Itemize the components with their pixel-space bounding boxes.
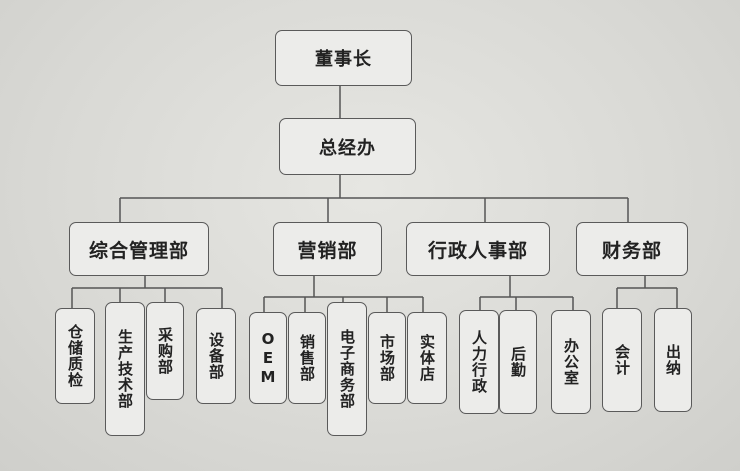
root-node: 董事长 [275, 30, 412, 86]
unit-node: 人力行政 [459, 310, 499, 414]
unit-node: 采购部 [146, 302, 184, 400]
department-node: 行政人事部 [406, 222, 550, 276]
unit-node: 设备部 [196, 308, 236, 404]
department-label: 综合管理部 [88, 239, 189, 262]
unit-label: 采购部 [156, 327, 174, 375]
unit-label: 实体店 [418, 334, 436, 382]
root-label: 董事长 [315, 49, 372, 70]
department-label: 营销部 [297, 239, 358, 262]
unit-node: 电子商务部 [327, 302, 367, 436]
department-label: 财务部 [601, 239, 662, 262]
unit-node: 会计 [602, 308, 642, 412]
unit-node: 出纳 [654, 308, 692, 412]
unit-node: 销售部 [288, 312, 326, 404]
unit-label: 人力行政 [470, 330, 488, 394]
unit-node: 实体店 [407, 312, 447, 404]
unit-label: 设备部 [207, 332, 225, 380]
unit-label: 销售部 [298, 334, 316, 382]
unit-label: 市场部 [378, 334, 396, 382]
unit-node: 仓储质检 [55, 308, 95, 404]
unit-node: 生产技术部 [105, 302, 145, 436]
department-node: 财务部 [576, 222, 688, 276]
unit-label: 仓储质检 [66, 324, 84, 388]
unit-label: 后勤 [509, 346, 527, 378]
office-node: 总经办 [279, 118, 416, 175]
office-label: 总经办 [319, 137, 376, 159]
unit-label: 出纳 [664, 344, 682, 376]
unit-label: 办公室 [562, 338, 580, 386]
unit-node: 市场部 [368, 312, 406, 404]
department-node: 综合管理部 [69, 222, 209, 276]
unit-node: 办公室 [551, 310, 591, 414]
unit-label: 生产技术部 [116, 329, 134, 409]
unit-label: 电子商务部 [338, 329, 356, 409]
department-label: 行政人事部 [427, 239, 528, 262]
unit-node: OEM [249, 312, 287, 404]
department-node: 营销部 [273, 222, 382, 276]
unit-label: OEM [259, 329, 277, 387]
unit-node: 后勤 [499, 310, 537, 414]
unit-label: 会计 [613, 344, 631, 376]
